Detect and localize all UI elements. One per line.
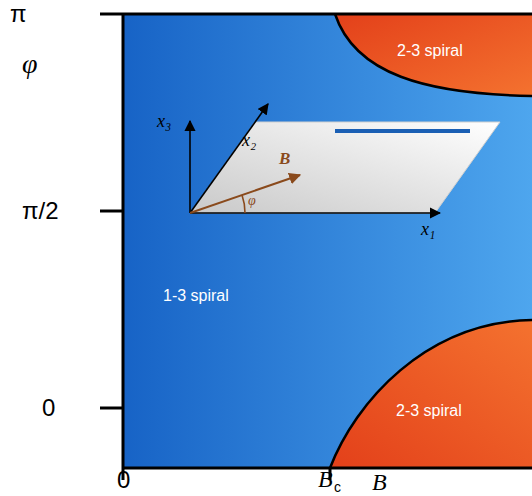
inset-axis-label: x₂ [242,131,256,149]
inset-axis-label: x₁ [421,220,435,238]
phase-label: 2-3 spiral [396,402,462,420]
tick-label: 0 [117,468,130,492]
angle-label: φ [248,194,256,208]
axis-lines [100,14,532,480]
red-phase-region: 2-3 spiral [335,14,532,98]
tick-label: B [318,467,333,491]
inset-axis-label: x₃ [157,112,171,130]
axis-title: B [372,470,387,494]
inset-sketch [190,104,500,213]
tick-label: π/2 [22,199,59,223]
blue-phase-region: 1-3 spiral 2-3 spiral 2-3 spiral [123,14,532,468]
tick-label: 0 [42,396,55,420]
field-label: B [279,150,290,167]
tick-label: π [10,2,27,26]
region-shape [330,318,532,468]
axis-title: φ [22,50,38,78]
tick-subscript: c [334,480,341,494]
phase-label: 1-3 spiral [163,287,229,305]
phase-label: 2-3 spiral [397,42,463,60]
red-phase-region: 2-3 spiral [330,318,532,468]
